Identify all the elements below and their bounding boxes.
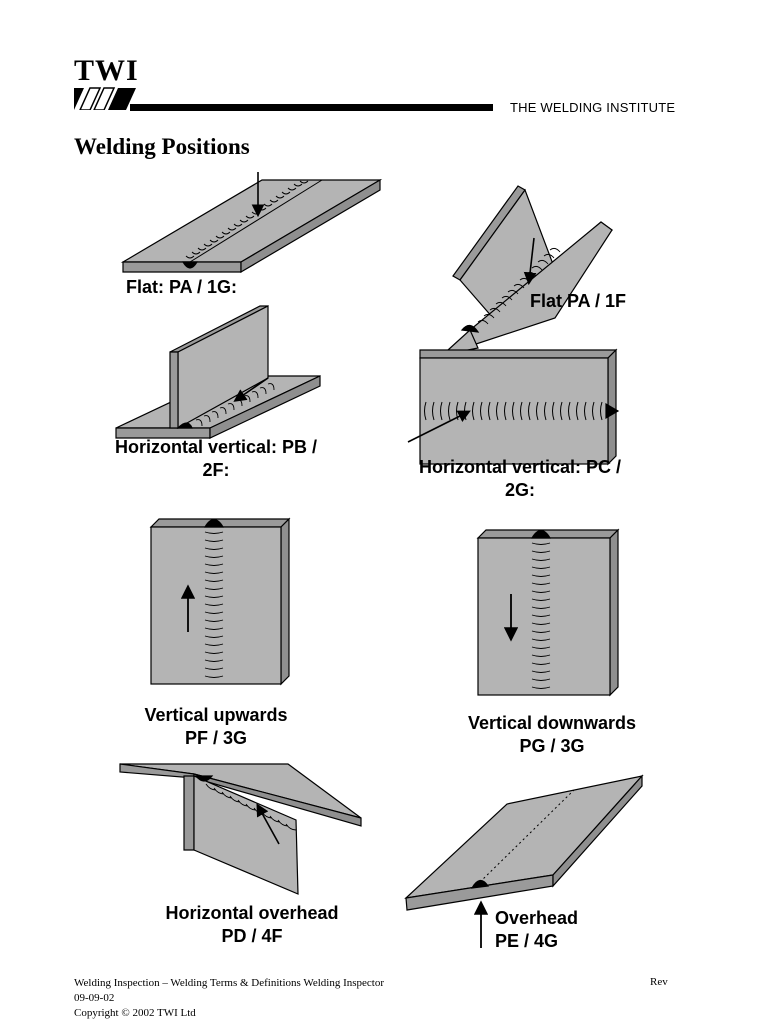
vert-down-ripples (531, 542, 551, 689)
caption-horiz-overhead-line2: PD / 4F (221, 926, 283, 946)
vert-down-plate (476, 528, 620, 697)
caption-horiz-overhead-line1: Horizontal overhead (165, 903, 339, 923)
flat-fillet-arrow-icon (523, 237, 537, 286)
horiz-overhead-arrow-icon (256, 803, 280, 845)
caption-vert-down-line1: Vertical downwards (467, 713, 637, 733)
footer-doc-title: Welding Inspection – Welding Terms & Def… (74, 977, 385, 989)
institute-name: THE WELDING INSTITUTE (510, 100, 676, 115)
header-rule (130, 104, 493, 111)
vert-up-plate (149, 517, 291, 686)
overhead-plate (404, 774, 644, 911)
caption-hv-fillet-line2: 2F: (202, 460, 230, 480)
caption-flat-butt: Flat: PA / 1G: (126, 277, 238, 297)
hv-fillet-plates (115, 305, 321, 439)
hv-fillet-arrow-icon (233, 377, 269, 402)
twi-logo-stripes-icon (74, 87, 136, 110)
caption-vert-up: Vertical upwards PF / 3G (116, 704, 316, 750)
flat-butt-plate (120, 178, 383, 274)
hv-butt-plate (419, 348, 620, 466)
flat-fillet-plates (446, 185, 613, 353)
caption-overhead-line1: Overhead (495, 908, 579, 928)
caption-hv-fillet-line1: Horizontal vertical: PB / (114, 437, 318, 457)
caption-flat-fillet: Flat PA / 1F (530, 291, 627, 311)
caption-vert-up-line1: Vertical upwards (144, 705, 288, 725)
caption-horiz-overhead: Horizontal overhead PD / 4F (144, 902, 360, 948)
overhead-weld-line (479, 789, 575, 883)
caption-hv-butt-line2: 2G: (504, 480, 535, 500)
caption-hv-butt: Horizontal vertical: PC / 2G: (404, 456, 636, 502)
caption-hv-butt-line1: Horizontal vertical: PC / (418, 457, 622, 477)
caption-hv-fillet: Horizontal vertical: PB / 2F: (100, 436, 332, 482)
caption-vert-up-line2: PF / 3G (184, 728, 247, 748)
footer-date: 09-09-02 (74, 992, 115, 1004)
vert-up-ripples (204, 531, 224, 678)
hv-butt-arrow-icon (407, 410, 471, 443)
caption-vert-down-line2: PG / 3G (519, 736, 585, 756)
footer-copyright: Copyright © 2002 TWI Ltd (74, 1007, 196, 1019)
footer: Welding Inspection – Welding Terms & Def… (74, 976, 384, 1021)
caption-overhead: Overhead PE / 4G (495, 907, 578, 953)
horiz-overhead-plates (119, 763, 362, 895)
caption-overhead-line2: PE / 4G (495, 931, 559, 951)
twi-logo-text: TWI (74, 54, 139, 87)
page-title: Welding Positions (74, 134, 250, 159)
caption-vert-down: Vertical downwards PG / 3G (446, 712, 658, 758)
footer-rev: Rev (650, 976, 668, 988)
